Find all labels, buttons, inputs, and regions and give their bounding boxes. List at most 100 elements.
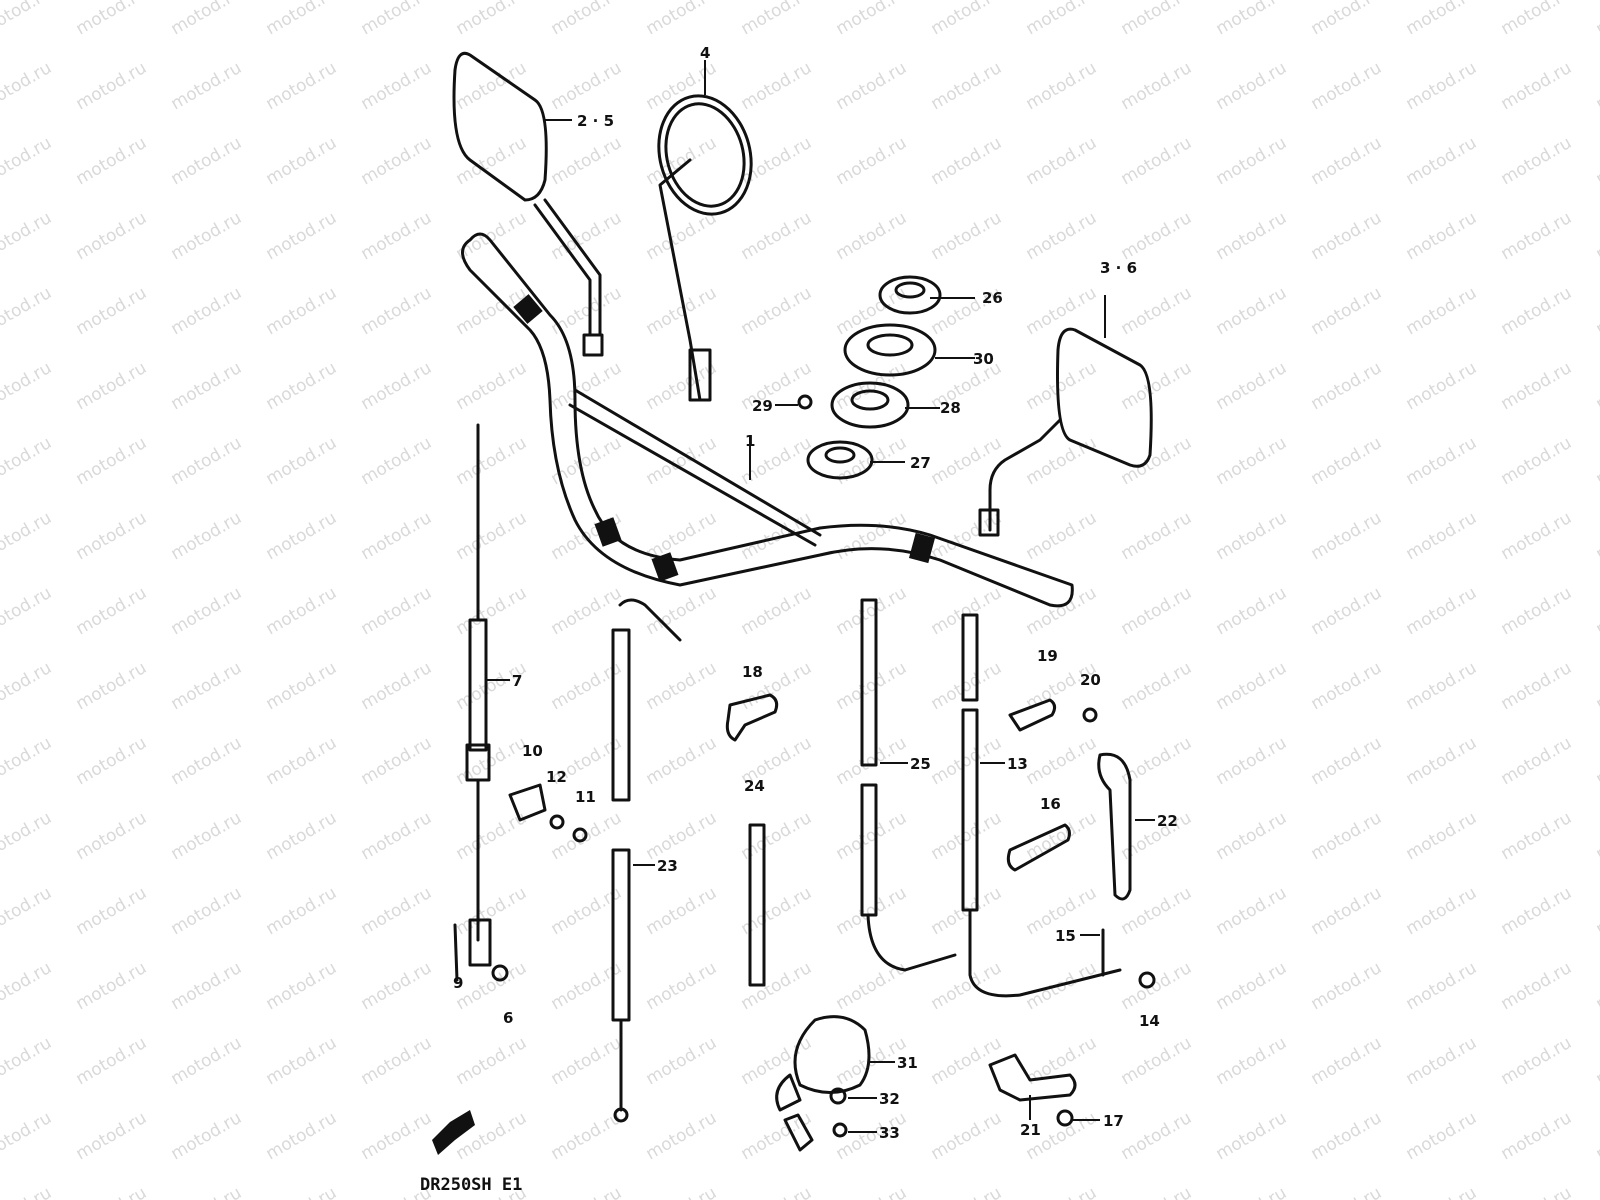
watermark-text: motod.ru [1403, 508, 1481, 564]
watermark-text: motod.ru [453, 1033, 531, 1089]
callout-4: 4 [700, 44, 710, 62]
watermark-text: motod.ru [358, 358, 436, 414]
watermark-text: motod.ru [453, 733, 531, 789]
watermark-text: motod.ru [1213, 133, 1291, 189]
watermark-text: motod.ru [168, 958, 246, 1014]
watermark-text: motod.ru [643, 1033, 721, 1089]
watermark-text: motod.ru [1213, 283, 1291, 339]
callout-7: 7 [512, 672, 522, 690]
watermark-text: motod.ru [833, 133, 911, 189]
watermark-text: motod.ru [0, 733, 55, 789]
watermark-text: motod.ru [1403, 133, 1481, 189]
watermark-text: motod.ru [358, 1108, 436, 1164]
watermark-text: motod.ru [548, 1183, 626, 1200]
watermark-text: motod.ru [0, 433, 55, 489]
watermark-text: motod.ru [1308, 0, 1386, 39]
watermark-text: motod.ru [1498, 283, 1576, 339]
watermark-text: motod.ru [263, 733, 341, 789]
watermark-text: motod.ru [263, 358, 341, 414]
watermark-text: motod.ru [833, 358, 911, 414]
watermark-text: motod.ru [1023, 208, 1101, 264]
ignition-switch-31 [775, 1015, 871, 1152]
watermark-text: motod.ru [263, 883, 341, 939]
watermark-text: motod.ru [1498, 808, 1576, 864]
watermark-text: motod.ru [168, 0, 246, 39]
watermark-text: motod.ru [643, 1183, 721, 1200]
watermark-text: motod.ru [928, 1183, 1006, 1200]
watermark-text: motod.ru [1308, 1108, 1386, 1164]
watermark-text: motod.ru [643, 208, 721, 264]
watermark-text: motod.ru [358, 508, 436, 564]
watermark-text: motod.ru [643, 358, 721, 414]
watermark-text: motod.ru [358, 1033, 436, 1089]
watermark-text: motod.ru [1498, 658, 1576, 714]
watermark-text: motod.ru [1593, 508, 1600, 564]
watermark-text: motod.ru [73, 508, 151, 564]
watermark-text: motod.ru [1023, 508, 1101, 564]
small-parts-right [1006, 698, 1132, 901]
watermark-text: motod.ru [1403, 58, 1481, 114]
watermark-text: motod.ru [738, 508, 816, 564]
watermark-text: motod.ru [1118, 583, 1196, 639]
watermark-text: motod.ru [643, 658, 721, 714]
callout-13: 13 [1007, 755, 1028, 773]
watermark-text: motod.ru [1023, 583, 1101, 639]
watermark-text: motod.ru [1498, 1033, 1576, 1089]
watermark-text: motod.ru [263, 133, 341, 189]
watermark-text: motod.ru [168, 883, 246, 939]
watermark-text: motod.ru [73, 1183, 151, 1200]
watermark-text: motod.ru [358, 208, 436, 264]
callout-15: 15 [1055, 927, 1076, 945]
watermark-text: motod.ru [1023, 808, 1101, 864]
watermark-text: motod.ru [263, 208, 341, 264]
callout-6: 6 [503, 1009, 513, 1027]
watermark-text: motod.ru [1023, 433, 1101, 489]
watermark-text: motod.ru [548, 358, 626, 414]
watermark-text: motod.ru [1403, 733, 1481, 789]
watermark-text: motod.ru [1498, 1108, 1576, 1164]
watermark-text: motod.ru [0, 508, 55, 564]
watermark-text: motod.ru [1213, 358, 1291, 414]
watermark-text: motod.ru [1308, 658, 1386, 714]
watermark-text: motod.ru [643, 433, 721, 489]
watermark-text: motod.ru [1023, 58, 1101, 114]
watermark-text: motod.ru [1213, 58, 1291, 114]
watermark-text: motod.ru [263, 1183, 341, 1200]
watermark-text: motod.ru [1213, 733, 1291, 789]
cable-13 [961, 613, 1156, 998]
watermark-text: motod.ru [0, 1183, 55, 1200]
watermark-text: motod.ru [1213, 1108, 1291, 1164]
watermark-text: motod.ru [1213, 958, 1291, 1014]
callout-2-5: 2 · 5 [577, 112, 614, 130]
watermark-text: motod.ru [1593, 133, 1600, 189]
watermark-text: motod.ru [0, 58, 55, 114]
watermark-text: motod.ru [928, 58, 1006, 114]
watermark-text: motod.ru [1308, 733, 1386, 789]
watermark-text: motod.ru [1308, 808, 1386, 864]
watermark-text: motod.ru [833, 583, 911, 639]
watermark-text: motod.ru [643, 958, 721, 1014]
bolt-6 [453, 923, 509, 982]
watermark-text: motod.ru [1118, 958, 1196, 1014]
watermark-text: motod.ru [1308, 1183, 1386, 1200]
watermark-text: motod.ru [168, 808, 246, 864]
watermark-text: motod.ru [833, 733, 911, 789]
bracket-21 [988, 928, 1105, 1127]
watermark-text: motod.ru [168, 133, 246, 189]
watermark-text: motod.ru [73, 133, 151, 189]
watermark-text: motod.ru [1118, 508, 1196, 564]
callout-30: 30 [973, 350, 994, 368]
watermark-text: motod.ru [0, 208, 55, 264]
watermark-text: motod.ru [643, 733, 721, 789]
watermark-text: motod.ru [358, 0, 436, 39]
watermark-text: motod.ru [1308, 883, 1386, 939]
watermark-text: motod.ru [928, 133, 1006, 189]
watermark-text: motod.ru [548, 433, 626, 489]
watermark-text: motod.ru [738, 583, 816, 639]
watermark-text: motod.ru [928, 208, 1006, 264]
clamp-18 [725, 693, 779, 742]
leader-lines [487, 60, 1155, 1133]
watermark-text: motod.ru [548, 1108, 626, 1164]
watermark-text: motod.ru [1403, 1183, 1481, 1200]
